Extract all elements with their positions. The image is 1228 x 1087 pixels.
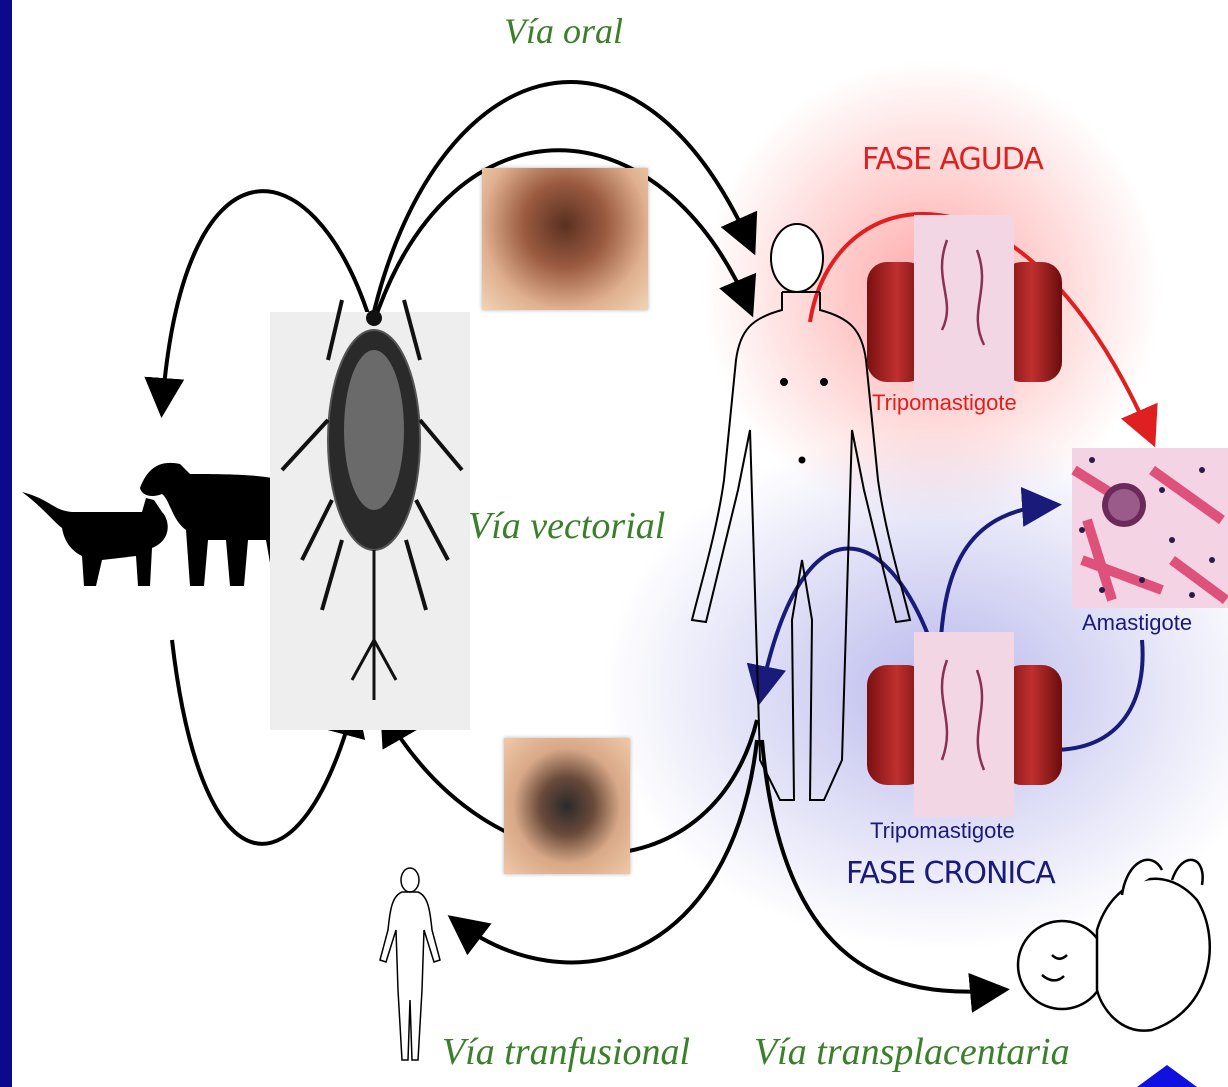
amastigote-histology-icon [1072, 448, 1228, 608]
route-transplacental-label: Vía transplacentaria [754, 1030, 1070, 1074]
triatomine-bug-icon [270, 300, 470, 730]
vector-bug-photo-top [482, 168, 648, 310]
small-human-icon [380, 868, 440, 1060]
amastigote-label: Amastigote [1082, 610, 1192, 636]
route-transfusional-label: Vía tranfusional [442, 1030, 690, 1074]
cat-dog-silhouette-icon [22, 463, 288, 586]
triangle-up-icon [1137, 1065, 1197, 1087]
trypomastigote-acute-label: Tripomastigote [872, 390, 1017, 416]
vector-bug-photo-bottom [504, 738, 630, 874]
trypomastigote-chronic-label: Tripomastigote [870, 818, 1015, 844]
chronic-phase-label: FASE CRONICA [846, 856, 1055, 891]
route-oral-label: Vía oral [504, 10, 623, 52]
route-vectorial-label: Vía vectorial [468, 504, 665, 548]
acute-phase-label: FASE AGUDA [862, 142, 1043, 177]
diagram-canvas: Vía oral Vía vectorial Vía tranfusional … [12, 0, 1228, 1087]
